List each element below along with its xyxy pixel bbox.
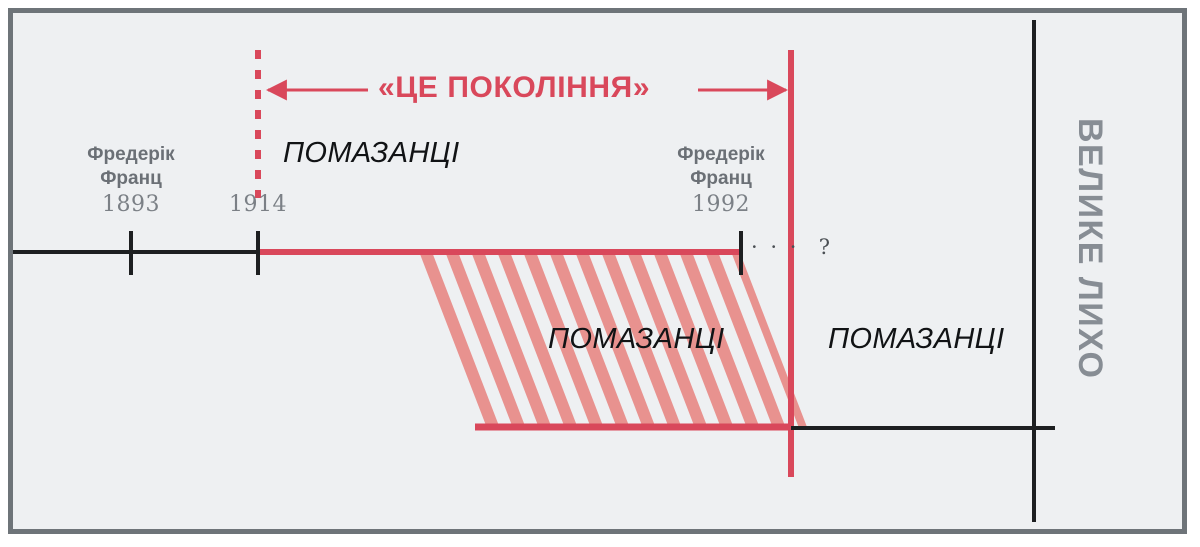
marker-1992-name-line1: Фредерік	[677, 144, 765, 165]
great-tribulation-label: ВЕЛИКЕ ЛИХО	[1071, 118, 1109, 380]
marker-1992-year: 1992	[692, 192, 750, 217]
anointed-label-right: ПОМАЗАНЦІ	[828, 323, 1005, 355]
marker-1893-name-line2: Франц	[100, 168, 162, 189]
hatched-region	[408, 253, 807, 427]
marker-1893-year: 1893	[102, 192, 160, 217]
anointed-label-top: ПОМАЗАНЦІ	[283, 137, 460, 169]
marker-1992-name-line2: Франц	[690, 168, 752, 189]
marker-1914-year: 1914	[229, 192, 287, 217]
continuation-dots-question: · · · ?	[751, 235, 833, 259]
marker-1893-name-line1: Фредерік	[87, 144, 175, 165]
anointed-label-hatched: ПОМАЗАНЦІ	[548, 323, 725, 355]
generation-title: «ЦЕ ПОКОЛІННЯ»	[378, 71, 651, 104]
